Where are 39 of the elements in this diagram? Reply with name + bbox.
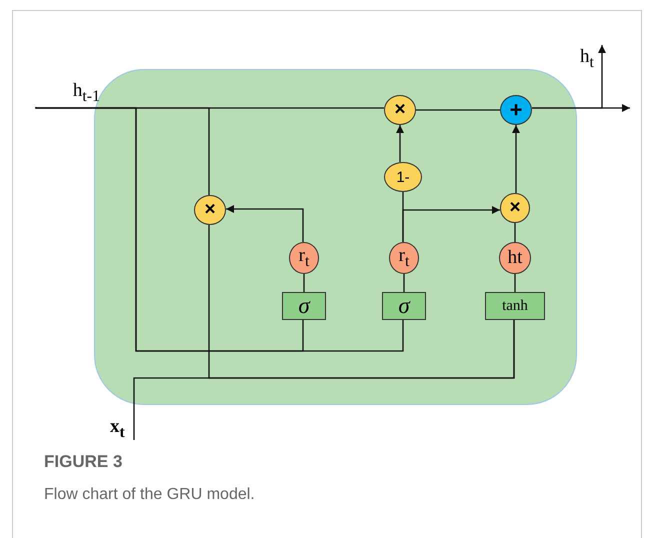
connector-line <box>514 223 516 242</box>
gate-label: ht <box>508 247 522 269</box>
variable-label: h$_{t-1}$ <box>72 81 100 105</box>
arrow <box>532 45 606 109</box>
arrow <box>226 205 304 242</box>
activation-box <box>282 292 326 320</box>
connector-line <box>403 274 405 292</box>
activation-box <box>382 292 426 320</box>
multiply-node <box>500 193 530 223</box>
connector-line <box>514 274 516 292</box>
variable-label: x$_{t}$ <box>110 417 125 441</box>
figure-number: FIGURE 3 <box>44 452 122 472</box>
arrow <box>402 206 500 242</box>
operator-symbol: × <box>204 199 216 221</box>
connector-line <box>208 225 515 379</box>
activation-box <box>485 292 545 320</box>
add-node <box>500 95 532 125</box>
arrow <box>396 125 404 162</box>
operator-symbol: + <box>510 97 522 123</box>
gate-circle <box>389 242 419 274</box>
multiply-node <box>384 95 416 125</box>
gate-circle <box>289 242 319 274</box>
multiply-node <box>384 162 422 192</box>
activation-label: σ <box>398 293 410 319</box>
variable-label: h$_{t}$ <box>580 46 594 70</box>
gate-label: r$_{t}$ <box>398 245 410 271</box>
activation-label: σ <box>298 293 310 319</box>
operator-symbol: 1- <box>396 168 410 186</box>
operator-symbol: × <box>509 197 521 219</box>
gate-label: r$_{t}$ <box>298 245 310 271</box>
connector-line <box>303 274 305 292</box>
operator-symbol: × <box>394 99 406 121</box>
arrow <box>512 125 520 193</box>
activation-label: tanh <box>502 298 528 314</box>
connector-line <box>416 109 500 111</box>
gate-circle <box>499 242 531 274</box>
connector-line <box>35 106 210 195</box>
figure-caption: Flow chart of the GRU model. <box>44 486 255 504</box>
multiply-node <box>194 195 226 225</box>
